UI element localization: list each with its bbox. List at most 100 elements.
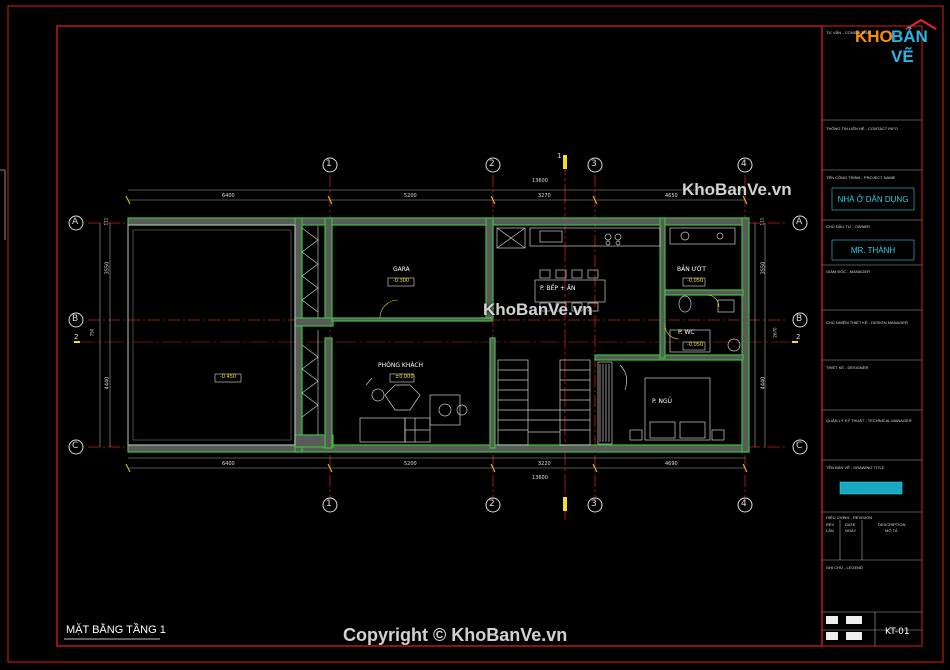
dim-bottom-seg-3: 3220	[538, 461, 551, 467]
title-block-frame	[821, 25, 923, 647]
grid-label-col-4: 4	[741, 159, 747, 169]
dim-bottom-seg-2: 5200	[404, 461, 417, 467]
room-level-gara: -0.300	[393, 278, 410, 284]
grid-label-col-2: 2	[489, 159, 495, 169]
grid-label-col-1: 1	[326, 159, 332, 169]
drawing-title: MẶT BẰNG TẦNG 1	[66, 624, 166, 636]
level-tags	[214, 277, 706, 383]
room-level-wc: -0.050	[687, 342, 704, 348]
section-marker-top	[563, 155, 567, 169]
front-yard	[127, 224, 296, 446]
bedroom-furniture	[619, 364, 725, 441]
inner-frame	[56, 25, 823, 647]
grid-label-col-1-bottom: 1	[326, 499, 332, 509]
watermark-top: KhoBanVe.vn	[682, 180, 792, 199]
sheet-box-3	[826, 632, 838, 640]
tb-drawing-title-label: TÊN BẢN VẼ - DRAWING TITLE	[826, 465, 885, 470]
dim-top-total: 13600	[532, 178, 548, 184]
room-label-ngu: P. NGỦ	[652, 398, 673, 405]
room-level-khach: ±0.000	[395, 374, 414, 380]
dim-left-small-1: 111	[103, 217, 109, 226]
grid-label-row-c-right: C	[796, 441, 803, 451]
section-mark-left: 2	[74, 333, 79, 341]
yard-inner	[132, 229, 292, 441]
tb-rev-col-3: DESCRIPTION	[878, 522, 906, 527]
kitchen-fixtures	[496, 227, 736, 312]
grid-label-col-2-bottom: 2	[489, 499, 495, 509]
project-name-box	[831, 187, 915, 211]
logo-text-banve: BẢN VẼ	[891, 27, 928, 66]
sheet-box-1	[826, 616, 838, 624]
tb-project-value: NHÀ Ở DÂN DỤNG	[837, 195, 909, 204]
dim-right-seg-2: 4440	[760, 376, 767, 390]
room-label-wc: P. WC	[678, 329, 695, 336]
room-label-khach: PHÒNG KHÁCH	[378, 362, 424, 369]
dim-bottom-seg-1: 6400	[222, 461, 235, 467]
section-mark-right: 2	[796, 333, 801, 341]
dim-top-seg-1: 6400	[222, 193, 235, 199]
sheet-box-4	[846, 632, 862, 640]
khobanve-logo: KHO BẢN VẼ	[855, 18, 945, 66]
tb-rev-col-vn-2: NGÀY	[845, 528, 857, 533]
dim-bottom-seg-4: 4690	[665, 461, 678, 467]
grid-label-row-a: A	[72, 217, 79, 227]
wc-fixtures	[669, 295, 741, 353]
walls	[127, 217, 750, 453]
grid-label-col-4-bottom: 4	[741, 499, 747, 509]
stairs	[497, 359, 613, 446]
tb-director-label: GIÁM ĐỐC - MANAGER	[826, 269, 871, 274]
tb-designer-label: THIẾT KẾ - DESIGNER	[826, 365, 869, 370]
drawing-title-box	[839, 481, 903, 495]
grid-label-col-3-bottom: 3	[591, 499, 597, 509]
tb-rev-col-vn-3: MÔ TẢ	[885, 528, 898, 533]
room-label-tam-uot: BẢN ƯỚT	[677, 266, 706, 273]
logo-text-kho: KHO	[855, 27, 893, 46]
grid-label-row-c: C	[72, 441, 79, 451]
tb-rev-col-vn-1: LẦN	[826, 528, 834, 533]
tb-contact: THÔNG TIN LIÊN HỆ - CONTACT INFO	[826, 126, 898, 131]
room-level-tam-uot: -0.050	[687, 278, 704, 284]
grid-label-col-3: 3	[591, 159, 597, 169]
tb-owner-value: MR. THÀNH	[850, 246, 896, 255]
dim-left-small-2: 750	[89, 328, 95, 337]
tb-owner-label: CHỦ ĐẦU TƯ - OWNER	[826, 224, 871, 229]
dim-top-seg-2: 5200	[404, 193, 417, 199]
grid-label-row-b: B	[72, 314, 79, 324]
tb-sheet-number: KT-01	[885, 627, 910, 637]
tb-revision-label: HIỆU CHỈNH - REVISION	[826, 515, 873, 520]
dim-right-small-2: 2670	[772, 327, 778, 338]
tb-project-label: TÊN CÔNG TRÌNH - PROJECT NAME	[826, 175, 896, 180]
section-mark-top: 1	[557, 152, 562, 160]
room-level-yard: -0.450	[220, 374, 237, 380]
tb-consultant: TƯ VẤN - CONSULTANT	[826, 30, 872, 35]
grid-label-row-a-right: A	[796, 217, 803, 227]
dim-top-seg-3: 3270	[538, 193, 551, 199]
tb-design-manager-label: CHỦ NHIỆM THIẾT KẾ - DESIGN MANAGER	[826, 320, 908, 325]
room-label-bep-an: P. BẾP + ĂN	[540, 285, 576, 292]
dim-top-seg-4: 4650	[665, 193, 678, 199]
sheet-box-2	[846, 616, 862, 624]
grid-bubbles	[68, 157, 808, 513]
outer-frame	[7, 5, 944, 663]
grid-label-row-b-right: B	[796, 314, 803, 324]
tb-rev-col-1: REV	[826, 522, 835, 527]
section-marker-bottom	[563, 497, 567, 511]
tb-tech-label: QUẢN LÝ KỸ THUẬT - TECHNICAL MANAGER	[826, 418, 912, 423]
watermark-center: KhoBanVe.vn	[483, 300, 593, 319]
dim-left-seg-2: 4440	[104, 376, 111, 390]
house-icon	[905, 18, 937, 30]
living-furniture	[359, 377, 468, 443]
owner-box	[831, 239, 915, 261]
dimension-ticks	[125, 195, 748, 473]
dimension-lines	[99, 189, 766, 469]
dim-right-small-1: 111	[759, 217, 765, 226]
door-swings	[379, 294, 720, 340]
dim-bottom-total: 13600	[532, 475, 548, 481]
gate-hatch	[301, 226, 319, 435]
dim-right-seg-1: 3550	[760, 261, 767, 275]
room-label-gara: GARA	[393, 266, 410, 273]
copyright-text: Copyright © KhoBanVe.vn	[343, 625, 568, 645]
dim-left-seg-1: 3550	[104, 261, 111, 275]
tb-notes-label: GHI CHÚ - LEGEND	[826, 565, 863, 570]
